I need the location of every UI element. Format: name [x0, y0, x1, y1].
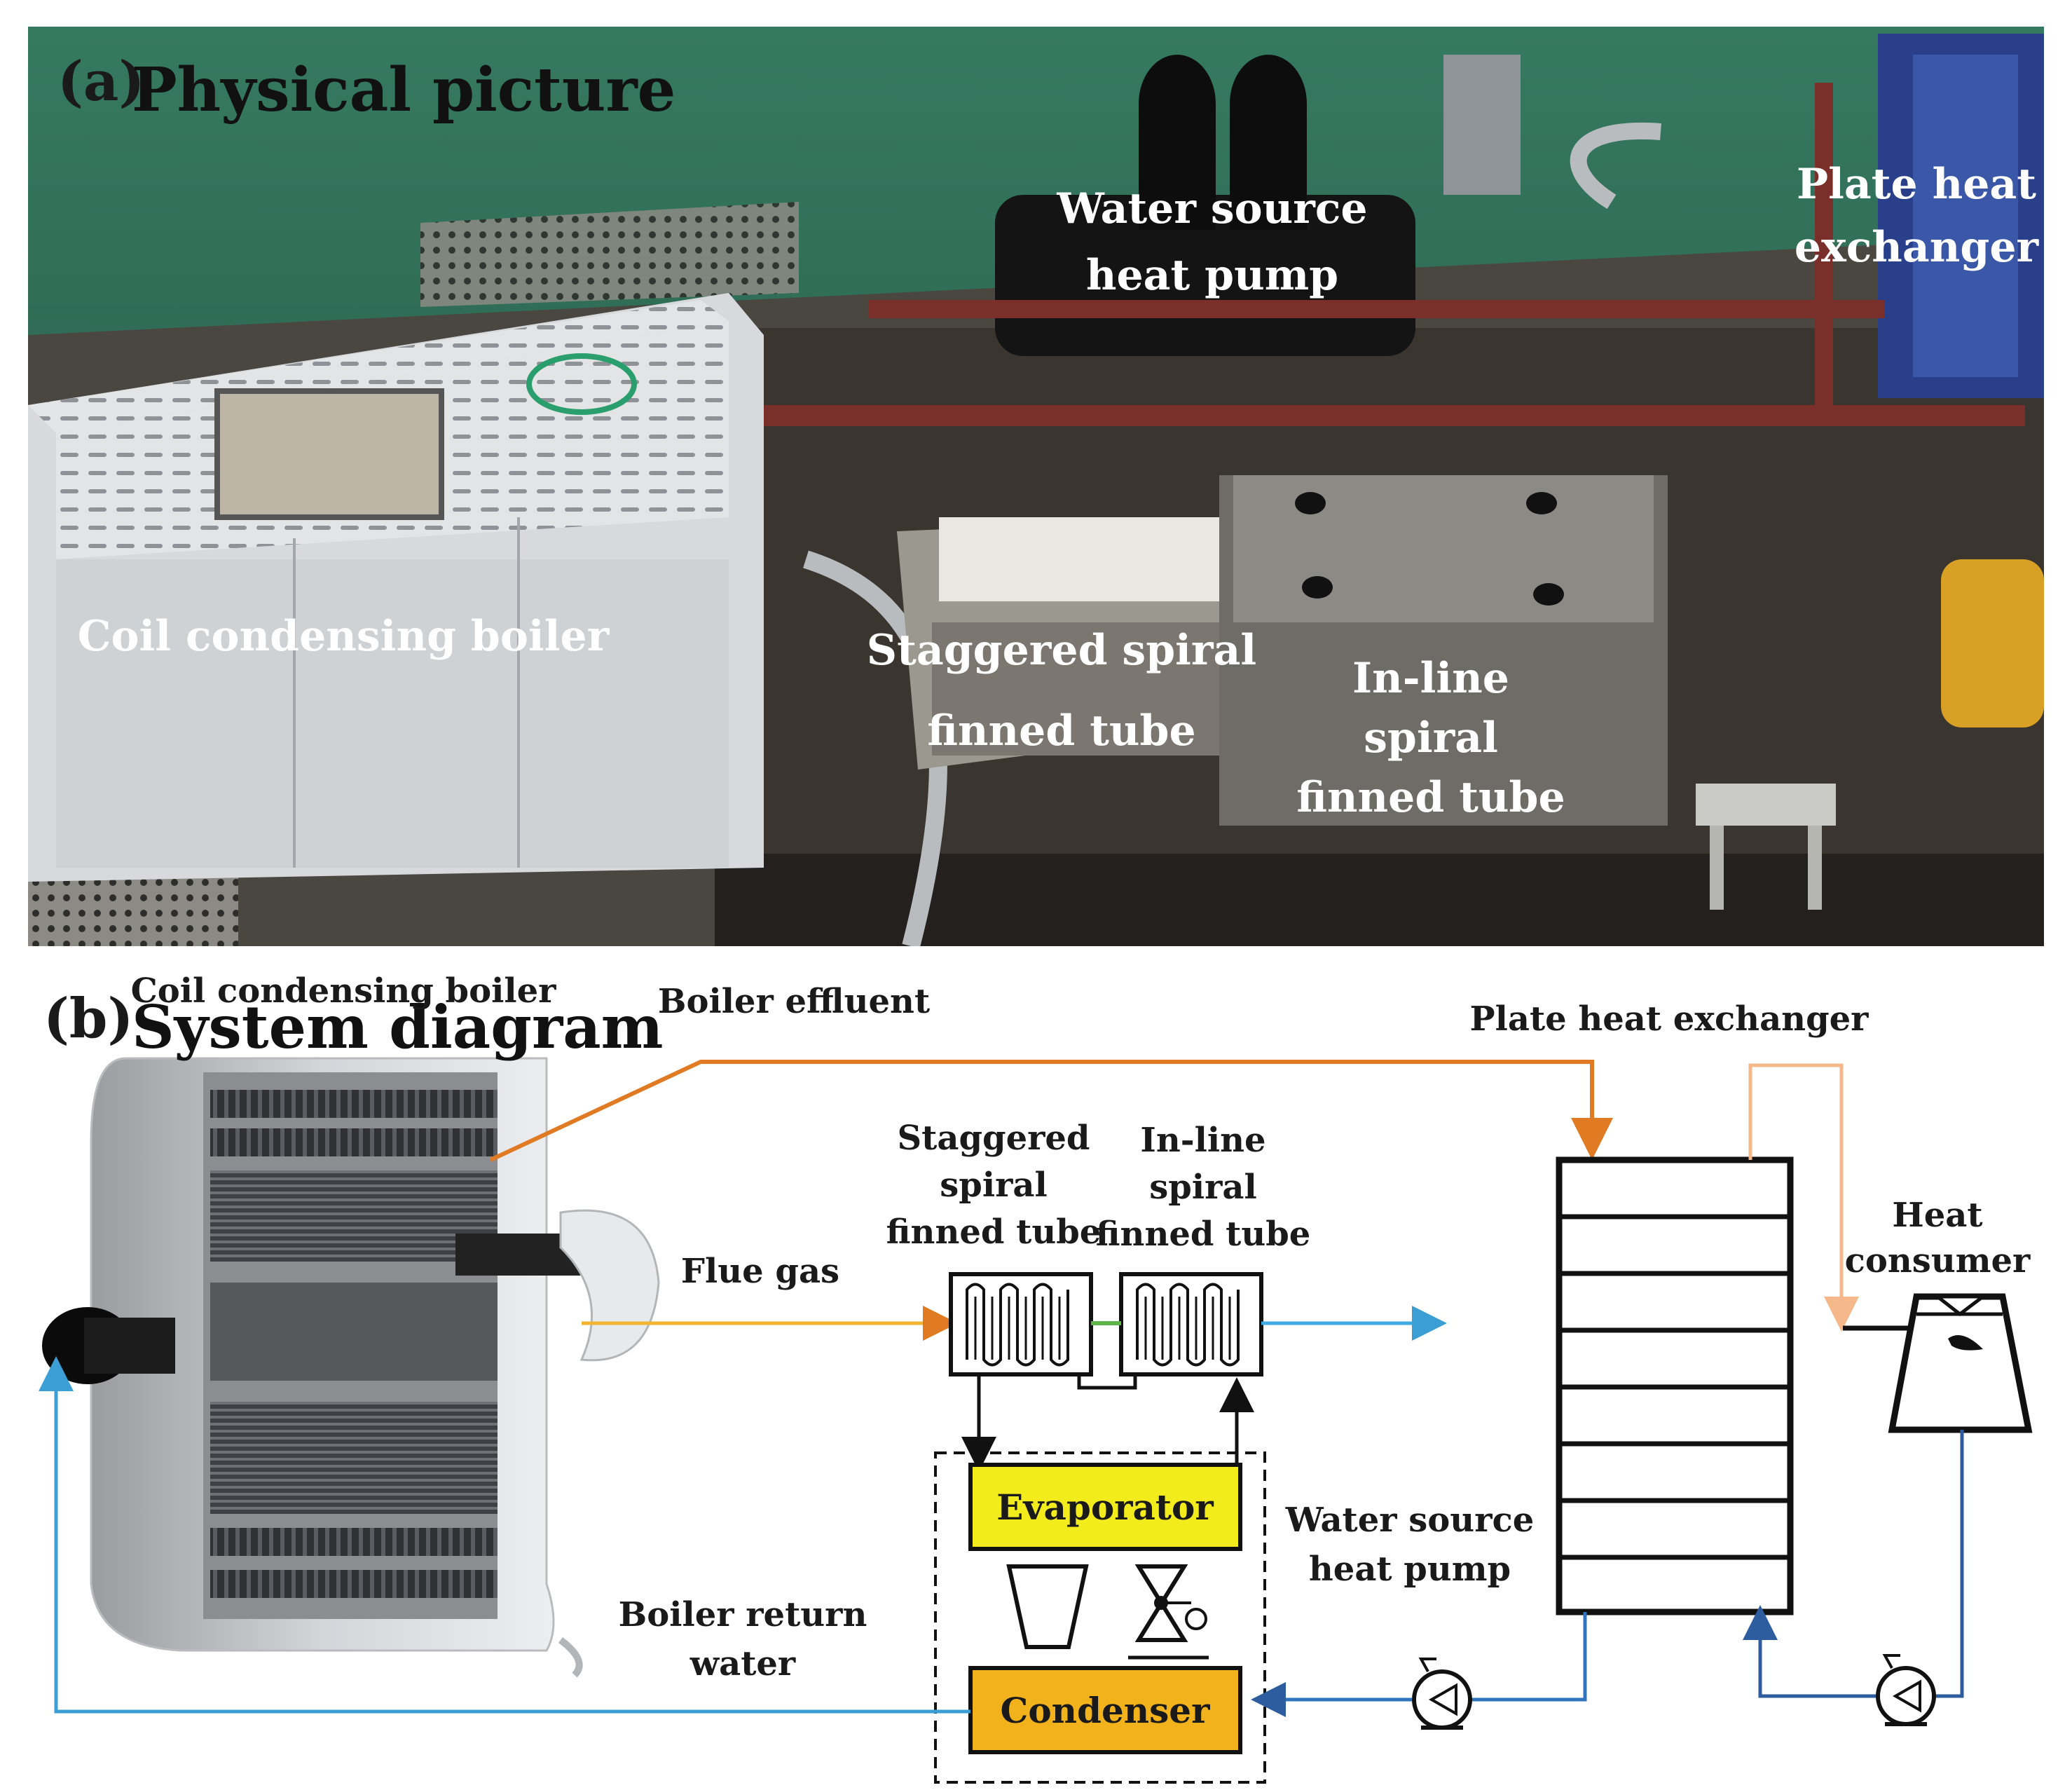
physical-picture-panel: (a) Physical picture Water source heat p…: [28, 27, 2044, 946]
label-water-source-heat-pump-line1: Water source: [1285, 1501, 1535, 1540]
label-heat-consumer-line1: Heat: [1892, 1196, 1982, 1235]
panel-a-tag: (a): [57, 50, 144, 114]
phe-to-pump-line: [1471, 1612, 1587, 1702]
heat-consumer-symbol: [1843, 1293, 2033, 1433]
circulation-pump-icon: [1412, 1658, 1472, 1730]
label-water-source-heat-pump-line2: heat pump: [1309, 1550, 1511, 1589]
photo-label-staggered-finned-tube-line2: finned tube: [927, 706, 1195, 756]
photo-label-coil-condensing-boiler: Coil condensing boiler: [78, 612, 610, 661]
consumer-return-line: [1934, 1430, 1964, 1698]
label-staggered-finned-tube-line3: finned tube: [886, 1212, 1102, 1252]
water-source-heat-pump-boundary: [934, 1451, 1266, 1784]
photo-label-plate-heat-exchanger-line2: exchanger: [1795, 223, 2040, 272]
label-heat-consumer-line2: consumer: [1845, 1241, 2031, 1280]
condenser-label: Condenser: [1001, 1690, 1211, 1731]
label-staggered-finned-tube-line1: Staggered: [898, 1119, 1090, 1158]
label-plate-heat-exchanger: Plate heat exchanger: [1470, 999, 1869, 1039]
photo-label-water-source-heat-pump-line2: heat pump: [1086, 251, 1338, 300]
consumer-return-line-to-phe: [1743, 1605, 1878, 1698]
photo-label-staggered-finned-tube-line1: Staggered spiral: [867, 626, 1256, 675]
label-staggered-finned-tube-line2: spiral: [940, 1166, 1047, 1205]
label-inline-finned-tube-line3: finned tube: [1096, 1215, 1311, 1254]
label-boiler-return-water-line1: Boiler return: [619, 1595, 867, 1634]
label-inline-finned-tube-line2: spiral: [1149, 1168, 1256, 1207]
photo-label-water-source-heat-pump-line1: Water source: [1056, 184, 1367, 233]
boiler-effluent-line: [489, 1060, 1613, 1162]
evaporator-label: Evaporator: [996, 1487, 1214, 1528]
expansion-valve-icon: [1128, 1564, 1209, 1660]
consumer-supply-line: [1748, 1063, 1859, 1332]
label-boiler-return-water-line2: water: [689, 1644, 796, 1683]
label-inline-finned-tube-line1: In-line: [1140, 1121, 1265, 1160]
staggered-finned-tube-symbol: [949, 1272, 1093, 1376]
circulation-pump-icon: [1876, 1654, 1936, 1726]
compressor-icon: [1006, 1564, 1089, 1649]
panel-b-title: System diagram: [132, 992, 664, 1062]
coil-condensing-boiler-drawing: [42, 1057, 660, 1678]
panel-b-tag: (b): [43, 987, 133, 1051]
photo-label-inline-finned-tube-line2: spiral: [1364, 713, 1498, 763]
label-coil-condensing-boiler: Coil condensing boiler: [131, 971, 557, 1011]
photo-label-inline-finned-tube-line1: In-line: [1352, 654, 1509, 703]
finned-tube-link: [1077, 1374, 1137, 1390]
system-diagram-panel: (b) System diagram Coil condensing boile…: [39, 971, 2033, 1784]
inline-finned-tube-symbol: [1119, 1272, 1263, 1376]
panel-a-title: Physical picture: [132, 55, 675, 125]
label-boiler-effluent: Boiler effluent: [658, 982, 930, 1021]
label-flue-gas: Flue gas: [681, 1252, 839, 1291]
photo-label-inline-finned-tube-line3: finned tube: [1296, 773, 1565, 822]
plate-heat-exchanger-symbol: [1556, 1156, 1794, 1615]
photo-label-plate-heat-exchanger-line1: Plate heat: [1797, 160, 2036, 209]
boiler-return-water-line: [39, 1356, 970, 1714]
evaporator-box: [968, 1463, 1242, 1551]
